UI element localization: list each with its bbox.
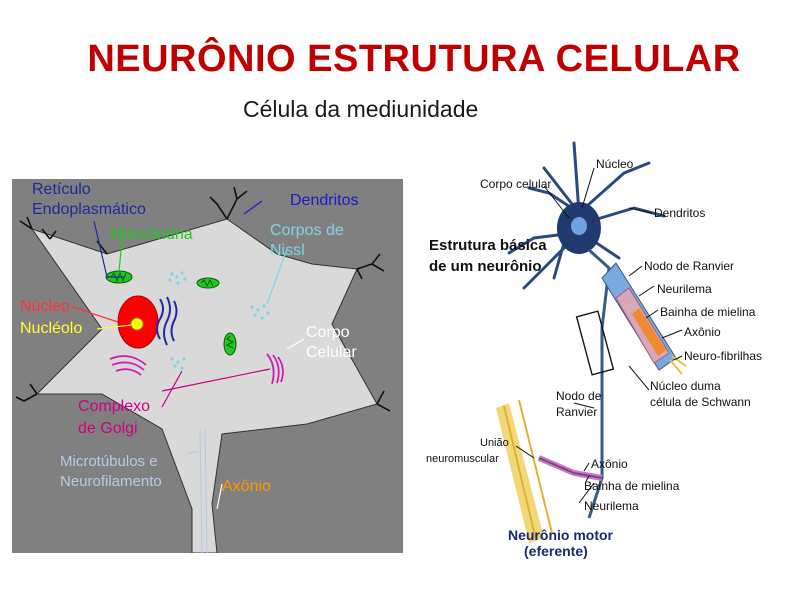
label-reticulo-line1: Retículo — [32, 181, 91, 198]
label-nucleo: Núcleo — [20, 298, 70, 315]
muscle-fibers — [496, 399, 553, 543]
motor-axon-core — [538, 457, 603, 479]
cell-structure-diagram: Retículo Endoplasmático Mitocôndria Dend… — [12, 179, 403, 553]
label-corpos-nissl-line1: Corpos de — [270, 222, 344, 239]
label-mitocondria: Mitocôndria — [110, 226, 193, 243]
label-axonio: Axônio — [222, 478, 271, 495]
label-nucleolo: Nucléolo — [20, 320, 82, 337]
nucleolus — [130, 317, 144, 331]
cell-body-shape — [30, 218, 378, 553]
motor-neuron-line1: Neurônio motor — [508, 527, 614, 543]
endoplasmic-reticulum — [156, 296, 178, 346]
label-neuro-fibrilhas: Neuro-fibrilhas — [684, 349, 762, 363]
label-nodo-ranvier-bottom-line1: Nodo de — [556, 389, 602, 403]
microtubules — [199, 428, 208, 553]
leader-lines — [71, 200, 305, 510]
label-uniao-line1: União — [480, 437, 509, 449]
label-golgi-line2: de Golgi — [78, 420, 138, 437]
slide-title: NEURÔNIO ESTRUTURA CELULAR — [87, 38, 741, 80]
label-corpo-celular-line2: Celular — [306, 344, 357, 361]
motor-neuron-line2: (eferente) — [524, 543, 588, 559]
label-axonio-bottom: Axônio — [591, 457, 628, 471]
neuron-nucleus — [571, 217, 587, 235]
label-axonio-top: Axônio — [684, 325, 721, 339]
golgi-complex — [109, 353, 284, 385]
label-nucleo-schwann-line2: célula de Schwann — [650, 395, 751, 409]
label-nucleo: Núcleo — [596, 157, 634, 171]
dendrite-branches — [15, 186, 391, 412]
label-corpo-celular: Corpo celular — [480, 177, 551, 191]
label-nodo-ranvier-bottom-line2: Ranvier — [556, 405, 597, 419]
label-microtubulos-line2: Neurofilamento — [60, 473, 162, 490]
label-neurilema-top: Neurilema — [657, 282, 712, 296]
label-nodo-ranvier-top: Nodo de Ranvier — [644, 259, 734, 273]
label-bainha-mielina-top: Bainha de mielina — [660, 305, 756, 319]
label-golgi-line1: Complexo — [78, 398, 150, 415]
label-uniao-line2: neuromuscular — [426, 453, 499, 465]
label-bainha-mielina-bottom: Bainha de mielina — [584, 479, 680, 493]
label-dendritos: Dendritos — [290, 192, 358, 209]
label-corpos-nissl-line2: Nissl — [270, 242, 305, 259]
label-nucleo-schwann-line1: Núcleo duma — [650, 379, 721, 393]
neuron-leader-lines — [515, 167, 683, 504]
label-neurilema-bottom: Neurilema — [584, 499, 639, 513]
neuron-heading-line1: Estrutura básica — [429, 237, 547, 254]
neuron-structure-diagram: Núcleo Corpo celular Dendritos Estrutura… — [424, 138, 780, 568]
label-microtubulos-line1: Microtúbulos e — [60, 453, 158, 470]
label-corpo-celular-line1: Corpo — [306, 324, 350, 341]
slide-subtitle: Célula da mediunidade — [243, 96, 479, 122]
label-reticulo-line2: Endoplasmático — [32, 201, 146, 218]
label-dendritos: Dendritos — [654, 206, 705, 220]
axon-segment-box — [575, 310, 615, 376]
neuron-heading-line2: de um neurônio — [429, 258, 542, 275]
myelin-section — [601, 262, 687, 375]
nissl-bodies — [168, 271, 270, 370]
